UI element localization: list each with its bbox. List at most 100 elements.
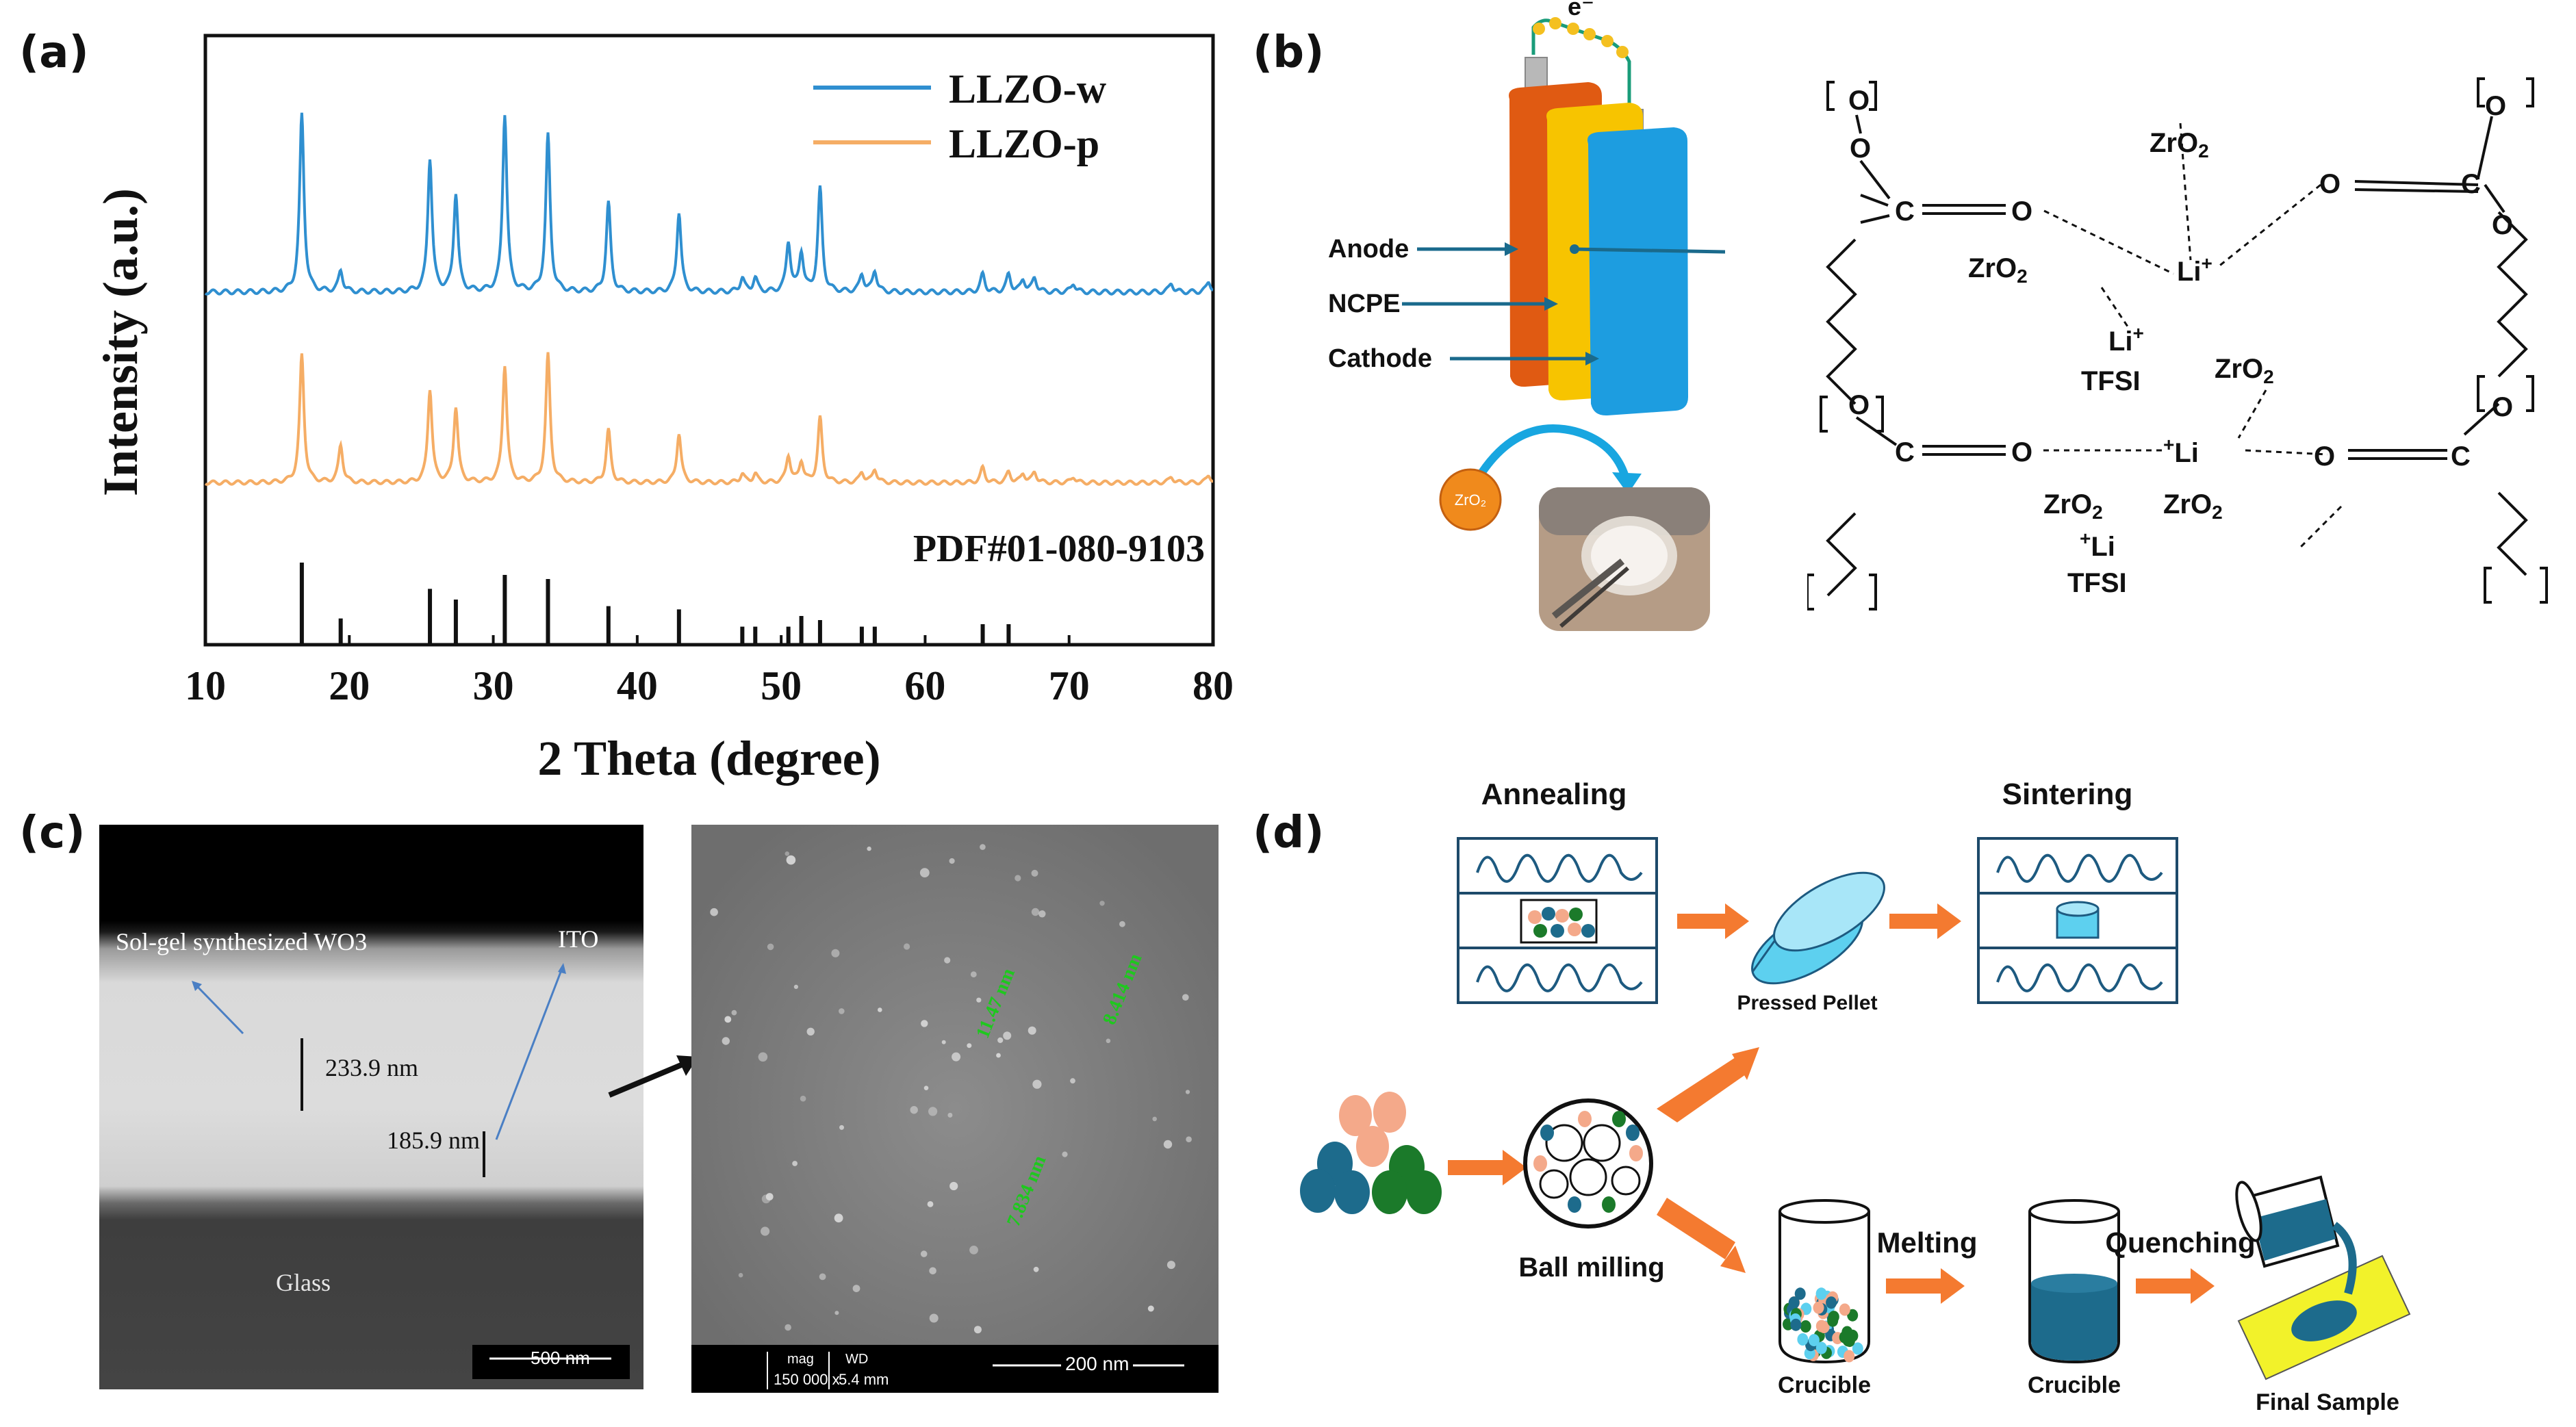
crucible-bead [1847,1309,1859,1322]
nanoparticle [852,1285,860,1292]
struct-o-8: O [2492,210,2513,240]
nanoparticle [949,858,955,864]
sem-surface: 11.47 nm 8.414 nm 7.834 nm mag 150 000 x… [691,825,1219,1393]
nanoparticle [1186,1136,1192,1142]
y-axis-label: Intensity (a.u.) [93,188,148,496]
nanoparticle [1152,1116,1157,1122]
precursor-powders [1300,1092,1442,1214]
crucible-bead [1847,1329,1859,1342]
nanoparticle [761,1226,770,1236]
anode-label: Anode [1328,235,1409,263]
crucible-bead [1788,1296,1800,1309]
x-tick-label: 20 [329,663,370,708]
nanoparticle [970,971,977,978]
layer-label-ito: ITO [558,925,599,953]
sintering-label: Sintering [2002,777,2133,811]
nanoparticle [758,1052,768,1062]
x-tick-label: 60 [904,663,945,708]
nanoparticle [1032,1079,1042,1089]
nanoparticle [919,868,930,877]
nanoparticle [793,984,798,989]
nanoparticle [949,1181,958,1191]
nanoparticle [1031,908,1040,916]
nanoparticle [867,846,871,851]
nanoparticle [710,908,718,916]
nanoparticle [947,1112,953,1118]
annealing-label: Annealing [1481,777,1627,811]
nanoparticle [904,943,910,950]
ball-milling-label: Ball milling [1518,1252,1664,1283]
left-backbone-zigzag-bottom [1826,512,1857,597]
x-tick-label: 80 [1193,663,1234,708]
nanoparticle [1062,1151,1068,1157]
crucible-bead [1815,1287,1827,1300]
nanoparticle [1119,921,1125,927]
nanoparticle [969,1246,978,1255]
nanoparticle [1166,1261,1175,1270]
xrd-line-llzo-w [204,112,1214,296]
panel-label-d: (d) [1253,808,1325,858]
nanoparticle [785,851,790,856]
nanoparticle [1182,994,1189,1001]
arrow-down-crucible [1657,1198,1746,1273]
curved-arrow [1479,424,1630,480]
layer-label-wo3: Sol-gel synthesized WO3 [116,928,368,955]
nanoparticle [738,1272,743,1278]
pressed-pellet-icon [1751,871,1885,985]
struct-c-3: C [2461,169,2481,199]
nanoparticle [944,957,951,964]
crucible-bead [1826,1296,1837,1309]
cathode-label: Cathode [1328,344,1432,373]
nanoparticle [920,1250,928,1257]
crucible-bead [1808,1334,1820,1347]
scale-bar-label-left: 500 nm [531,1348,590,1368]
crucible-label-1: Crucible [1778,1372,1871,1398]
info-wd-label: WD [845,1352,869,1367]
struct-zro2-5: ZrO2 [2163,489,2223,523]
nanoparticle [1033,1266,1039,1272]
zoom-connector [1574,247,1725,254]
nanoparticle [929,1313,939,1323]
nanoparticle [819,1273,826,1281]
struct-zro2-2: ZrO2 [1968,253,2028,287]
struct-li-3: +Li [2163,434,2199,468]
crucible-bead [1815,1320,1827,1333]
pressed-pellet-label: Pressed Pellet [1737,992,1877,1014]
nanoparticle [834,1311,839,1315]
nanoparticle [967,1043,972,1049]
nanoparticle [921,1020,928,1027]
struct-o-10: O [2314,441,2335,472]
thickness-label-2: 185.9 nm [387,1127,481,1154]
nanoparticle [952,1052,961,1062]
nanoparticle [997,1037,1004,1043]
struct-o-3: O [2011,196,2032,227]
zoom-arrow [608,1055,698,1098]
nanoparticle [1038,910,1046,918]
struct-o-1: O [1848,86,1870,116]
final-sample-plate [2237,1255,2411,1380]
pouring-crucible [2235,1175,2357,1295]
info-mag-value: 150 000 x [774,1371,840,1388]
cathode-layer [1587,127,1688,416]
crucible-with-melt [2028,1199,2120,1364]
polymer-structure: O O C O O C O O O C O O O C ZrO2 ZrO2 Zr… [1807,77,2548,610]
x-tick-label: 70 [1049,663,1090,708]
nanoparticle [1003,1031,1012,1040]
struct-li-4: +Li [2080,528,2115,562]
x-tick-label: 10 [185,663,226,708]
crucible-bead [1813,1301,1824,1314]
struct-zro2-4: ZrO2 [2043,489,2103,523]
nanoparticle [1106,1038,1111,1044]
annealing-furnace [1457,837,1658,1004]
struct-c-1: C [1895,196,1915,227]
panel-label-b: (b) [1253,27,1325,78]
reference-card-label: PDF#01-080-9103 [913,528,1205,570]
nanoparticle [1147,1305,1154,1312]
crucible-bead [1844,1350,1855,1363]
arrow-to-quenching [2136,1268,2215,1304]
left-backbone-zigzag-top [1826,238,1857,405]
crucible-label-2: Crucible [2028,1372,2121,1398]
battery-schematic: e⁻ Anode NCPE Cathode ZrO₂ [1328,0,1725,631]
struct-o-2: O [1850,133,1871,164]
